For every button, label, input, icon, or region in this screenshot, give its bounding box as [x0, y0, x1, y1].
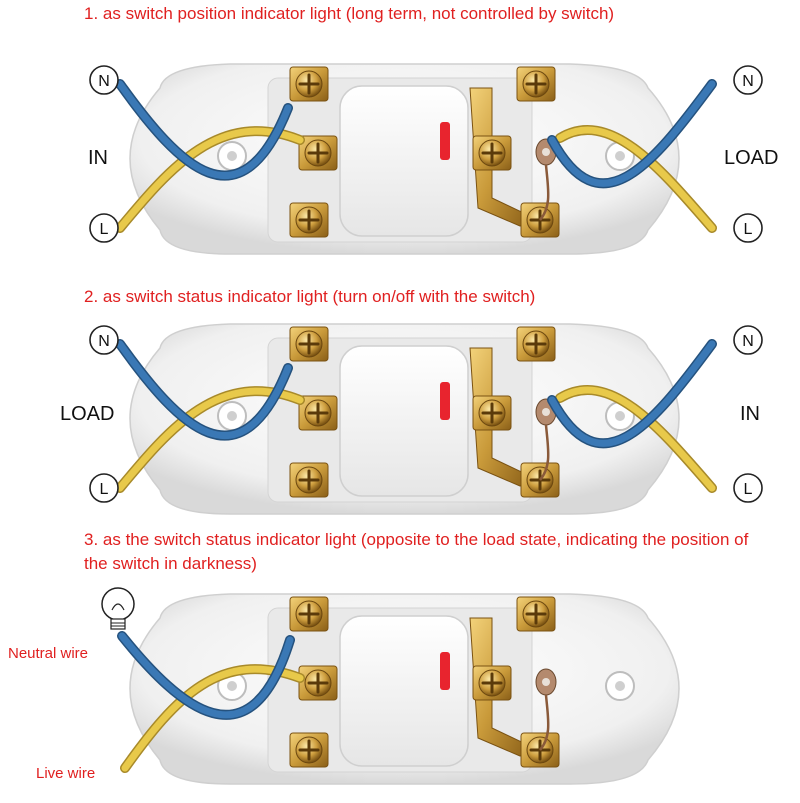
svg-text:L: L — [744, 221, 753, 238]
terminal-l-right: L — [733, 473, 763, 503]
svg-text:L: L — [100, 221, 109, 238]
neutral-wire-in — [116, 80, 292, 180]
terminal-n-left: N — [89, 325, 119, 355]
caption-1: 1. as switch position indicator light (l… — [84, 4, 615, 23]
neutral-wire — [118, 632, 294, 719]
label-load: LOAD — [60, 403, 114, 425]
live-wire-label: Live wire — [36, 765, 95, 782]
svg-text:N: N — [742, 73, 754, 90]
terminal-l-left: L — [89, 213, 119, 243]
svg-text:N: N — [98, 73, 110, 90]
wiring-diagram-3: Neutral wire Live wire — [0, 578, 800, 798]
terminal-l-right: L — [733, 213, 763, 243]
wiring-diagram-2: N L N L LOAD IN — [0, 308, 800, 528]
light-bulb-icon — [101, 587, 135, 630]
caption-2: 2. as switch status indicator light (tur… — [84, 287, 536, 306]
neutral-wire-label: Neutral wire — [8, 645, 88, 662]
label-load: LOAD — [724, 147, 778, 169]
label-in: IN — [88, 147, 108, 169]
neutral-wire-load — [116, 340, 292, 440]
caption-3: 3. as the switch status indicator light … — [84, 530, 749, 573]
live-wire-in — [556, 386, 716, 492]
terminal-l-left: L — [89, 473, 119, 503]
svg-text:L: L — [100, 481, 109, 498]
wiring-diagram-1: N L N L IN LOAD — [0, 48, 800, 268]
svg-text:N: N — [742, 333, 754, 350]
neutral-wire-in — [548, 340, 716, 447]
terminal-n-left: N — [89, 65, 119, 95]
neutral-wire-load — [548, 80, 716, 187]
terminal-n-right: N — [733, 65, 763, 95]
svg-text:N: N — [98, 333, 110, 350]
live-wire-load — [556, 126, 716, 232]
terminal-n-right: N — [733, 325, 763, 355]
svg-text:L: L — [744, 481, 753, 498]
label-in: IN — [740, 403, 760, 425]
live-wire — [121, 665, 304, 772]
